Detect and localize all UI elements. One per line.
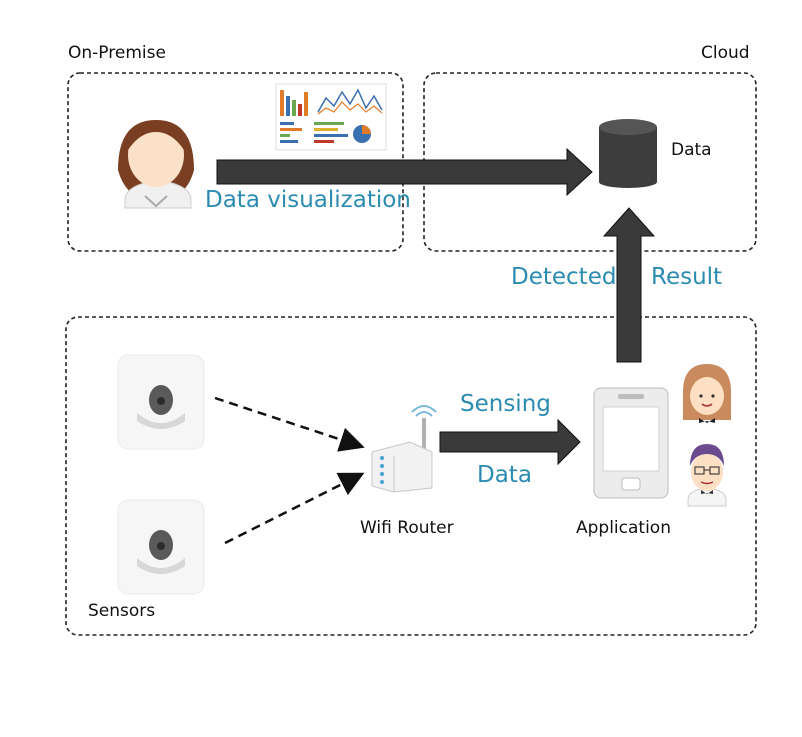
cloud-label: Cloud [701, 43, 750, 63]
database-icon [599, 119, 657, 188]
application-label: Application [576, 518, 671, 538]
sensor-1-icon [117, 354, 205, 450]
data-visualization-label: Data visualization [205, 187, 411, 213]
data-store-label: Data [671, 140, 712, 160]
dashboard-thumbnail-icon [275, 83, 387, 151]
user-avatar-icon [118, 120, 194, 209]
sensor-1-link [214, 396, 365, 452]
field-region [65, 316, 757, 636]
man-avatar-icon [687, 444, 727, 507]
sensor-2-link [224, 472, 365, 545]
sensing-data-label: Data [477, 462, 532, 488]
result-label: Result [651, 264, 723, 290]
sensors-label: Sensors [88, 601, 156, 621]
wifi-router-label: Wifi Router [360, 518, 454, 538]
sensing-label: Sensing [460, 391, 551, 417]
detected-result-arrow [602, 207, 656, 363]
phone-icon [593, 387, 669, 499]
on-premise-label: On-Premise [68, 43, 166, 63]
data-visualization-arrow [216, 147, 593, 197]
sensor-2-icon [117, 499, 205, 595]
detected-label: Detected [511, 264, 617, 290]
sensing-data-arrow [439, 418, 581, 466]
woman-avatar-icon [683, 364, 731, 423]
wifi-router-icon [371, 405, 437, 493]
